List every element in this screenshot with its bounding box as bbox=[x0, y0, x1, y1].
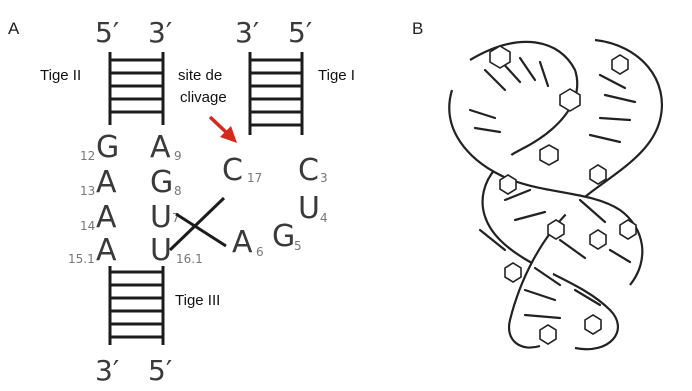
nt-g12-number: 12 bbox=[80, 149, 95, 163]
nt-g5-number: 5 bbox=[294, 239, 302, 253]
stem-2-label: Tige II bbox=[40, 67, 81, 84]
nt-g8-number: 8 bbox=[174, 184, 182, 198]
cleavage-arrow bbox=[210, 117, 237, 143]
nt-u4-number: 4 bbox=[320, 211, 328, 225]
panel-a-label: A bbox=[8, 19, 20, 38]
end-5prime-stem2: 5′ bbox=[95, 16, 119, 49]
cleavage-label-line2: clivage bbox=[180, 89, 227, 106]
end-3prime-stem3: 3′ bbox=[95, 354, 119, 387]
nt-c3: C bbox=[298, 153, 319, 188]
nt-a6-number: 6 bbox=[256, 245, 264, 259]
end-3prime-stem1: 3′ bbox=[235, 16, 259, 49]
nt-u161-number: 16.1 bbox=[176, 252, 203, 266]
nt-u7-number: 7 bbox=[172, 211, 180, 225]
nt-a14: A bbox=[96, 200, 117, 235]
nt-g12: G bbox=[96, 130, 119, 165]
end-3prime-stem2: 3′ bbox=[148, 16, 172, 49]
stem-3-label: Tige III bbox=[175, 292, 220, 309]
nt-a13: A bbox=[96, 165, 117, 200]
nt-a9-number: 9 bbox=[174, 149, 182, 163]
nt-u7: U bbox=[150, 200, 172, 235]
nt-a13-number: 13 bbox=[80, 184, 95, 198]
nt-c17: C bbox=[222, 153, 243, 188]
nt-a9: A bbox=[150, 130, 171, 165]
nt-a14-number: 14 bbox=[80, 219, 95, 233]
nt-a6: A bbox=[232, 225, 253, 260]
nt-u4: U bbox=[298, 191, 320, 226]
ribozyme-3d-structure bbox=[449, 40, 662, 349]
panel-b-label: B bbox=[412, 19, 423, 38]
end-5prime-stem3: 5′ bbox=[148, 354, 172, 387]
nt-u161: U bbox=[150, 233, 172, 268]
stem-1-label: Tige I bbox=[318, 67, 355, 84]
cleavage-label-line1: site de bbox=[178, 67, 222, 84]
nt-g5: G bbox=[272, 219, 295, 254]
nt-c17-number: 17 bbox=[247, 171, 262, 185]
stem-3-helix bbox=[110, 266, 163, 345]
nt-a151: A bbox=[96, 233, 117, 268]
end-5prime-stem1: 5′ bbox=[288, 16, 312, 49]
nt-g8: G bbox=[150, 165, 173, 200]
nt-a151-number: 15.1 bbox=[68, 252, 95, 266]
stem-1-helix bbox=[250, 52, 302, 135]
nt-c3-number: 3 bbox=[320, 171, 328, 185]
stem-2-helix bbox=[110, 52, 163, 125]
